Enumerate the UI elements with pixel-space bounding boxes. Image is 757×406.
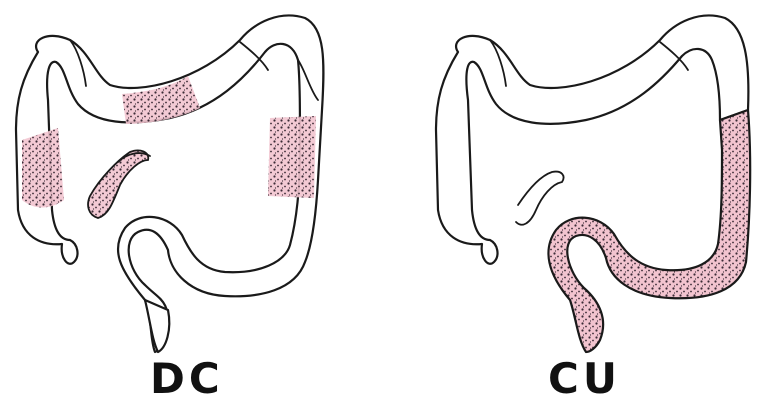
cu-colon-illustration [420,0,757,406]
dc-rectum [145,300,169,352]
dc-label: DC [150,355,224,403]
cu-label: CU [548,355,621,403]
dc-lesion-descending [268,116,316,198]
cu-lesion-continuous [548,110,750,352]
dc-colon-illustration [0,0,360,406]
dc-lesion-ascending [22,128,64,208]
dc-lesion-ileum [88,150,150,218]
panel-dc: DC [0,0,360,406]
panel-cu: CU [420,0,757,406]
